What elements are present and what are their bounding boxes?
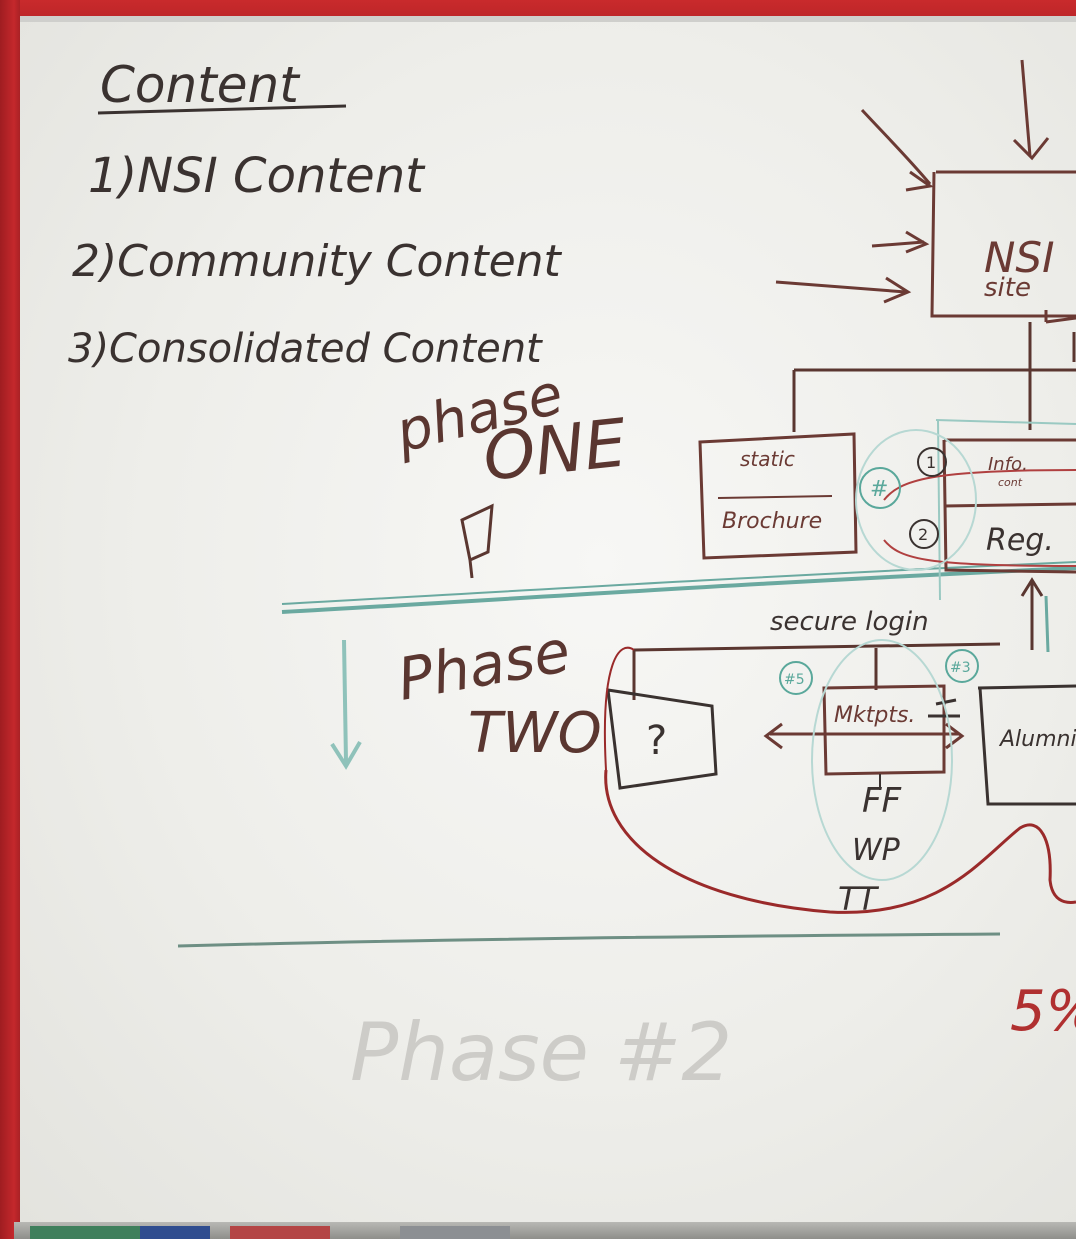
info-label: Info. bbox=[988, 454, 1028, 475]
reg-label: Reg. bbox=[986, 523, 1054, 558]
phase-one-marker bbox=[460, 503, 494, 579]
phase-divider bbox=[281, 561, 1076, 770]
whiteboard-surface bbox=[20, 22, 1076, 1222]
hash-circle-label: # bbox=[870, 477, 888, 502]
content-item-nsi: 1)NSI Content bbox=[88, 148, 426, 204]
nsi-site-label-b: site bbox=[984, 273, 1031, 303]
marketplace-label: Mktpts. bbox=[834, 703, 915, 728]
question-box bbox=[606, 688, 718, 790]
eraser bbox=[400, 1226, 510, 1239]
step-circles bbox=[779, 447, 979, 695]
nsi-site bbox=[775, 59, 1076, 324]
phase-one-label-b: ONE bbox=[480, 404, 631, 496]
heading-underline bbox=[97, 104, 347, 115]
feature-ff: FF bbox=[862, 781, 902, 821]
content-list: Content 1)NSI Content 2)Community Conten… bbox=[68, 56, 563, 372]
phase-three-ghost-label: Phase #2 bbox=[350, 1006, 732, 1099]
question-box-label: ? bbox=[646, 718, 667, 764]
feature-wp: WP bbox=[852, 833, 901, 868]
step-5-circle-label: #5 bbox=[784, 672, 805, 688]
phase-labels: phase ONE Phase TWO bbox=[389, 362, 631, 766]
whiteboard-frame-left bbox=[0, 0, 20, 1239]
secure-login-branch bbox=[632, 577, 1050, 700]
tree-connectors bbox=[792, 322, 1076, 432]
feature-list: FF WP TT bbox=[838, 781, 902, 918]
phase-three-divider bbox=[177, 932, 1001, 948]
alumni-box bbox=[977, 684, 1076, 806]
brochure-label: Brochure bbox=[722, 509, 822, 534]
nsi-site-label-a: NSI bbox=[984, 233, 1054, 282]
info-reg-box bbox=[883, 419, 1076, 601]
step-3-circle-label: #3 bbox=[950, 660, 971, 676]
secure-login-label: secure login bbox=[770, 607, 929, 637]
marker-blue bbox=[140, 1226, 210, 1239]
static-brochure-box bbox=[698, 432, 858, 560]
alumni-label: Alumni bbox=[998, 727, 1076, 752]
phase-two-loop bbox=[604, 769, 1076, 914]
phase-two-label-b: TWO bbox=[468, 701, 602, 766]
content-item-community: 2)Community Content bbox=[72, 236, 563, 287]
content-heading: Content bbox=[100, 56, 301, 114]
marketplace-box bbox=[763, 684, 965, 776]
phase-two-label-a: Phase bbox=[393, 617, 575, 714]
content-item-consolidated: 3)Consolidated Content bbox=[68, 326, 543, 372]
marker-red bbox=[230, 1226, 330, 1239]
static-label: static bbox=[740, 447, 795, 471]
marker-green bbox=[30, 1226, 140, 1239]
step-2-circle-label: 2 bbox=[918, 525, 928, 544]
phase-two-loop-left bbox=[603, 646, 635, 771]
percent-label: 5% bbox=[1010, 979, 1076, 1044]
info-sub-label: cont bbox=[998, 476, 1023, 489]
teal-highlights bbox=[811, 429, 977, 881]
step-1-circle-label: 1 bbox=[926, 453, 936, 472]
